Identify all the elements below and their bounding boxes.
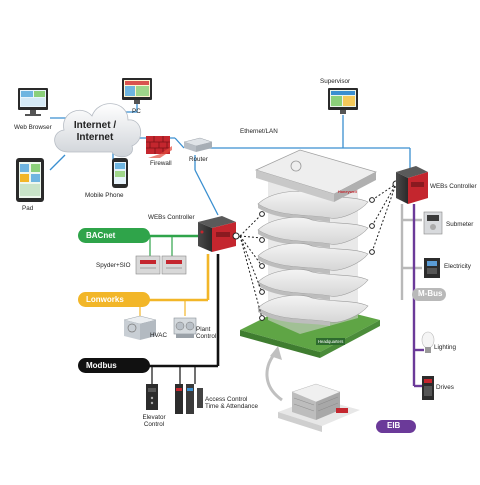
pad-label: Pad [22, 205, 34, 212]
electricity-meter-icon [424, 258, 440, 278]
lonworks-bus-label: Lonworks [78, 292, 150, 307]
drives-label: Drives [436, 384, 454, 391]
spyder-sio-label: Spyder+SIO [96, 262, 131, 269]
plant-control-label: Plant Control [196, 326, 216, 340]
internet-cloud-line2: Internet [76, 131, 114, 143]
submeter-icon [423, 211, 443, 235]
elevator-control-line2: Control [143, 421, 165, 429]
router-icon [183, 137, 213, 152]
left-webs-controller-label: WEBs Controller [148, 214, 195, 221]
lighting-label: Lighting [434, 344, 457, 351]
floor-connection-lines [239, 183, 397, 319]
building-brand-label: Honeywell [338, 190, 357, 194]
building-roof [255, 149, 377, 202]
router-label: Router [189, 156, 208, 163]
tablet-pad-icon [16, 158, 44, 202]
elevator-control-line1: Elevator [142, 414, 166, 421]
plant-control-line2: Control [196, 333, 217, 341]
mobile-phone-label: Mobile Phone [85, 192, 124, 199]
mbus-line [400, 204, 422, 300]
right-webs-controller-icon [396, 166, 428, 204]
firewall-label: Firewall [150, 160, 172, 167]
mobile-phone-icon [112, 158, 128, 188]
building-floor [257, 295, 369, 326]
access-control-line2: Time & Attendance [205, 403, 258, 411]
spyder-sio-device-icon [135, 255, 187, 275]
elevator-control-icon [146, 384, 158, 410]
left-webs-controller-icon [198, 216, 236, 252]
bacnet-bus-label: BACnet [78, 228, 150, 243]
ethernet-lan-label: Ethernet/LAN [240, 128, 278, 135]
mbus-label: M-Bus [418, 289, 443, 298]
submeter-label: Submeter [446, 221, 474, 228]
plant-control-icon [173, 317, 197, 338]
drives-icon [422, 376, 434, 400]
mbus-pill-bg [412, 288, 446, 301]
building-floors [257, 191, 369, 326]
connection-nodes [232, 180, 400, 321]
web-browser-label: Web Browser [14, 124, 52, 131]
firewall-icon [146, 136, 172, 158]
access-control-icon [175, 384, 203, 414]
building-floor [257, 217, 369, 248]
access-control-line1: Access Control [205, 396, 248, 403]
internet-cloud-line1: Internet / [73, 120, 117, 131]
internet-cloud-label: Internet / Internet [68, 120, 122, 143]
elevator-control-label: Elevator Control [136, 414, 172, 428]
small-headquarters-building-icon [278, 383, 360, 432]
building-floor [257, 243, 369, 274]
modbus-bus-label: Modbus [78, 358, 150, 373]
supervisor-monitor-icon [328, 88, 358, 114]
web-browser-monitor-icon [18, 88, 48, 116]
supervisor-label: Supervisor [320, 78, 351, 85]
right-webs-controller-label: WEBs Controller [430, 183, 477, 190]
lighting-bulb-icon [421, 331, 435, 353]
access-control-label: Access Control Time & Attendance [205, 396, 258, 410]
plant-control-line1: Plant [196, 326, 211, 333]
curved-arrow-icon [265, 346, 283, 402]
building-floor [257, 269, 369, 300]
hvac-label: HVAC [150, 332, 168, 339]
eib-pill-bg [376, 420, 416, 433]
electricity-label: Electricity [444, 263, 471, 270]
pc-monitor-icon [122, 78, 152, 104]
pc-label: PC [132, 108, 141, 115]
eib-label: EIB [387, 421, 401, 430]
hvac-unit-icon [123, 315, 157, 340]
internet-cloud-icon [54, 103, 141, 158]
headquarters-sign: Headquarters [316, 338, 346, 345]
